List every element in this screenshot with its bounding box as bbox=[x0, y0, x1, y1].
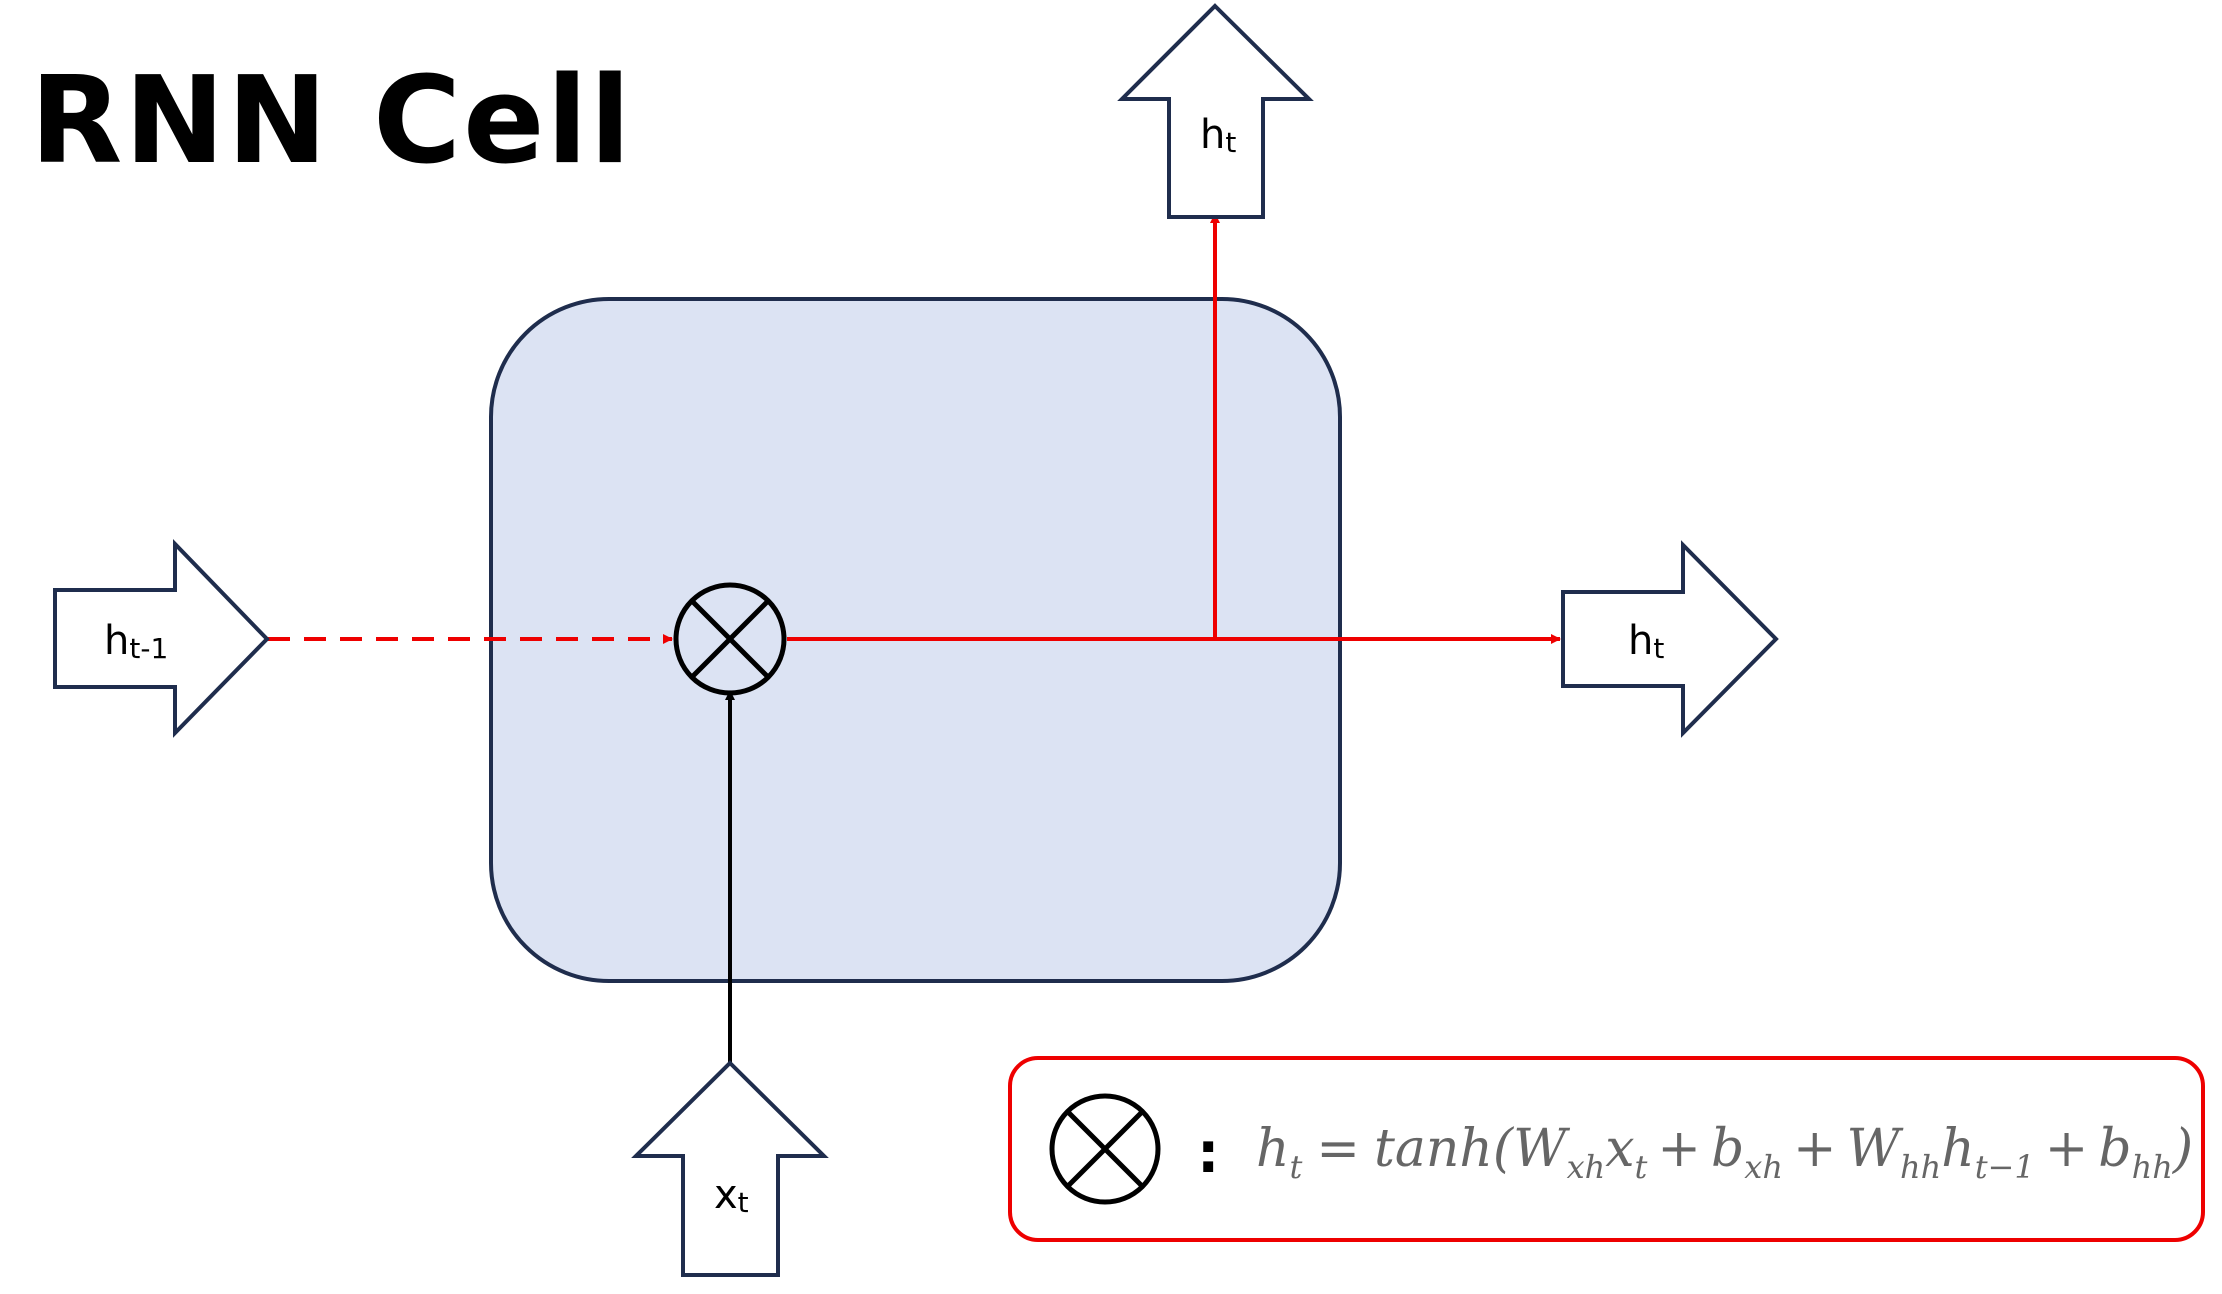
legend-box: : ht=tanh(Wxhxt+bxh+Whhht−1+bhh) bbox=[1008, 1056, 2205, 1242]
circled-times-icon bbox=[673, 582, 787, 696]
up-arrow-icon bbox=[1117, 3, 1314, 219]
prev-hidden-label: ht-1 bbox=[104, 618, 168, 665]
hidden-output-right-label: ht bbox=[1628, 618, 1664, 665]
legend-circled-times-icon bbox=[1049, 1093, 1161, 1205]
diagram-title: RNN Cell bbox=[30, 52, 633, 191]
hidden-output-top-label: ht bbox=[1200, 112, 1236, 159]
hidden-output-top-arrow: ht bbox=[1117, 3, 1314, 219]
up-arrow-icon bbox=[631, 1060, 829, 1277]
right-arrow-icon bbox=[1561, 540, 1779, 738]
legend-formula: ht=tanh(Wxhxt+bxh+Whhht−1+bhh) bbox=[1256, 1119, 2193, 1186]
legend-separator: : bbox=[1197, 1121, 1219, 1186]
input-x-label: xt bbox=[714, 1172, 749, 1219]
right-arrow-icon bbox=[53, 539, 270, 738]
prev-hidden-input-arrow: ht-1 bbox=[53, 539, 270, 738]
hidden-output-right-arrow: ht bbox=[1561, 540, 1779, 738]
input-x-arrow: xt bbox=[631, 1060, 829, 1277]
